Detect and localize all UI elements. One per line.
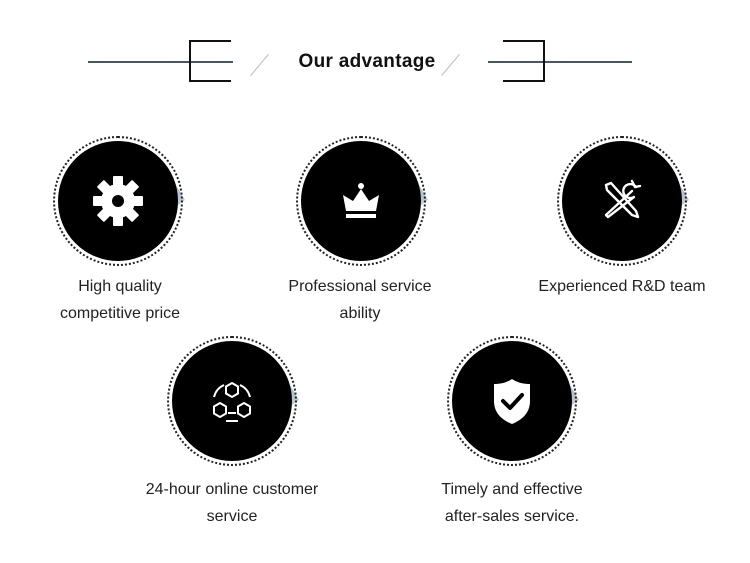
feature-label-service: Professional service ability [260, 273, 460, 327]
feature-label-line: Professional service [288, 278, 432, 295]
feature-badge-quality [53, 136, 185, 266]
feature-badge-support [167, 336, 299, 466]
gear-icon [93, 176, 143, 226]
feature-badge-service [296, 136, 428, 266]
feature-label-line: ability [339, 305, 381, 322]
tools-icon [604, 179, 642, 219]
feature-label-line: Timely and effective [441, 481, 583, 498]
network-icon [213, 381, 251, 422]
feature-label-line: High quality [78, 278, 162, 295]
feature-label-line: after-sales service. [444, 508, 580, 525]
feature-label-line: Experienced R&D team [538, 278, 706, 295]
shield-check-icon [494, 379, 530, 424]
heading-rule-left [88, 61, 233, 63]
feature-badge-rnd [557, 136, 689, 266]
feature-label-after-sales: Timely and effective after-sales service… [412, 476, 612, 530]
page-title: Our advantage [298, 51, 436, 72]
feature-label-quality: High quality competitive price [20, 273, 220, 327]
feature-label-support: 24-hour online customer service [132, 476, 332, 530]
heading-rule-right [488, 61, 632, 63]
crown-icon [343, 183, 379, 218]
feature-label-line: service [206, 508, 258, 525]
feature-label-line: competitive price [59, 305, 181, 322]
feature-label-rnd: Experienced R&D team [522, 273, 722, 300]
heading-frame: Our advantage [189, 40, 545, 82]
feature-label-line: 24-hour online customer [145, 481, 319, 498]
feature-badge-after-sales [447, 336, 579, 466]
